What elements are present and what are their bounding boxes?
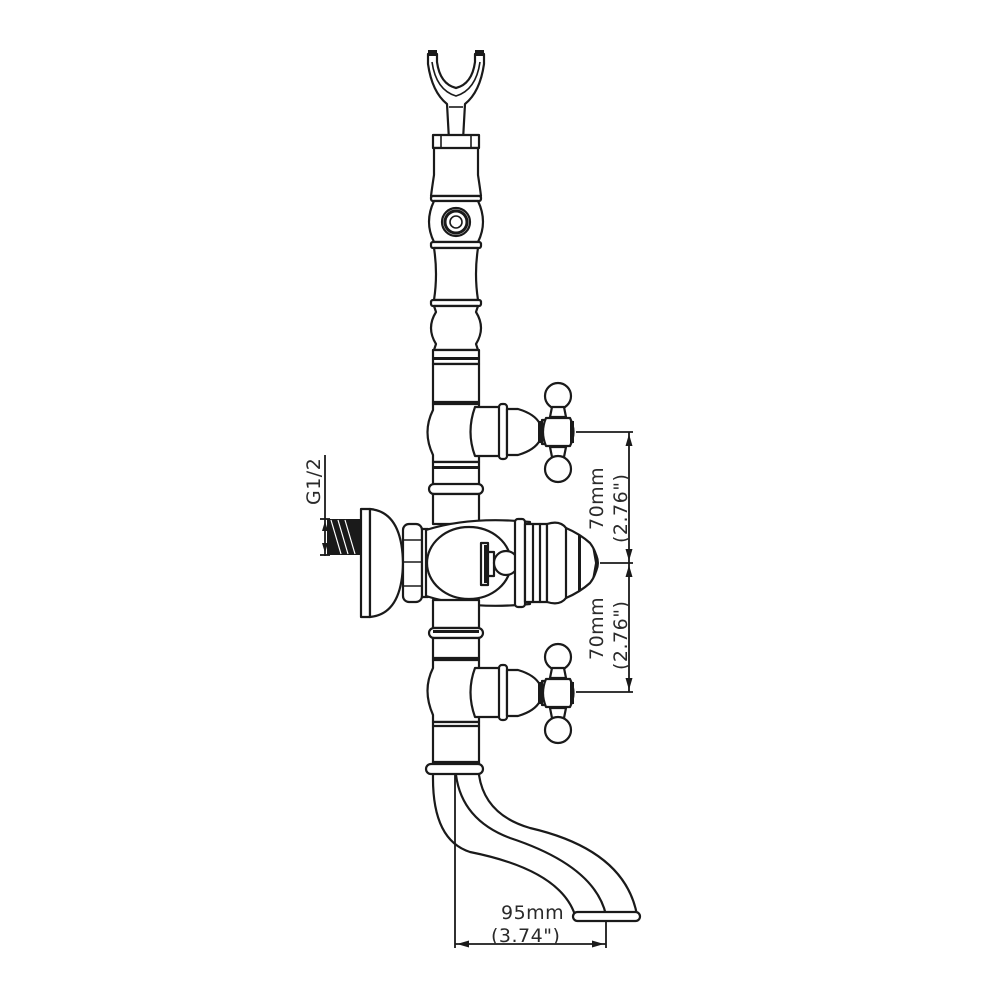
lower-cross-handle [541,642,575,745]
dimension-spout-projection: 95mm (3.74") [454,775,607,948]
spout-projection-metric: 95mm [501,902,564,924]
bath-spout [431,773,642,923]
riser-mid-section [427,460,485,526]
upper-cross-handle [541,381,575,484]
riser-lower-section [427,598,485,662]
wall-inlet-flange [327,507,430,619]
lower-valve-assembly [426,658,548,724]
lower-spacing-imperial: (2.76") [610,601,632,670]
upper-valve-assembly [426,402,548,464]
thermostatic-control-knob [513,517,599,609]
spout-projection-imperial: (3.74") [491,925,560,947]
inlet-thread-label: G1/2 [303,458,325,505]
upper-spacing-imperial: (2.76") [610,474,632,543]
riser-column [427,146,485,406]
thermostatic-body [424,519,532,607]
dimension-handle-spacing: 70mm (2.76") 70mm (2.76") [576,431,633,693]
dimension-inlet-thread: G1/2 [303,455,330,556]
upper-spacing-metric: 70mm [586,467,608,530]
lower-spacing-metric: 70mm [586,597,608,660]
shower-holder-fork [426,50,486,162]
riser-bottom-section [424,720,485,776]
